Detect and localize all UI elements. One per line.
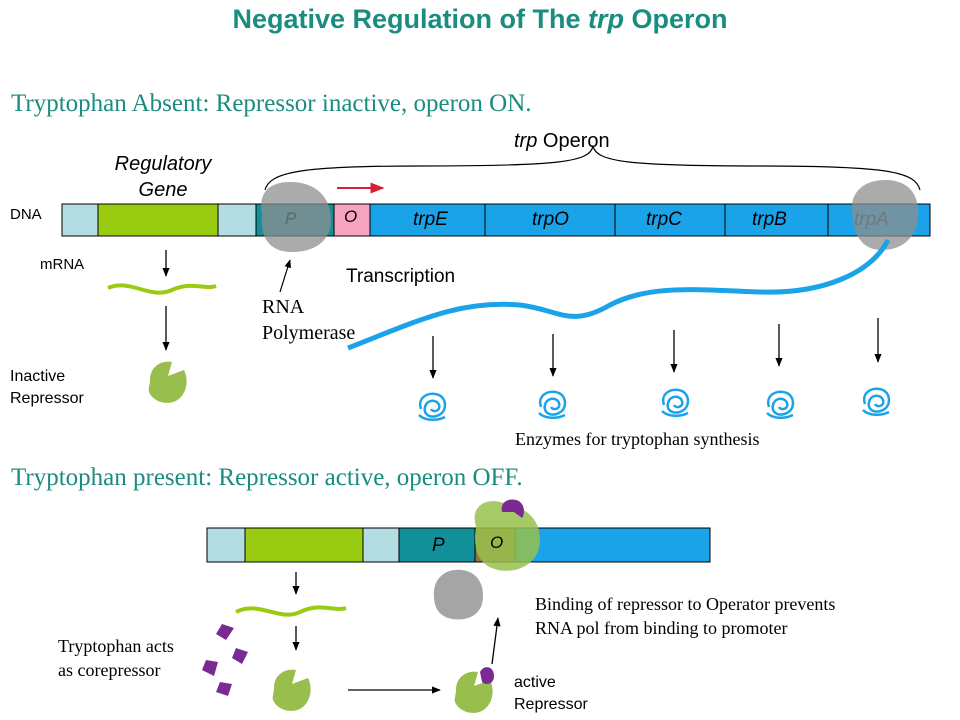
heading-tryptophan-present: Tryptophan present: Repressor active, op… <box>11 464 523 491</box>
operator-label: O <box>344 207 358 226</box>
rna-polymerase-end-shape <box>851 180 919 250</box>
gene-trpB-label: trpB <box>752 209 787 230</box>
tryptophan-molecules <box>202 624 248 696</box>
enzyme-trpC-icon <box>661 388 690 417</box>
transcription-label: Transcription <box>346 266 456 287</box>
promoter-label-bottom: P <box>432 535 445 556</box>
mrna-label: mRNA <box>40 256 85 273</box>
operator-label-bottom: O <box>490 533 504 552</box>
arrow-to-operator <box>491 617 501 665</box>
dna-label: DNA <box>10 206 42 223</box>
enzymes-group <box>418 387 891 421</box>
operon-bracket <box>264 145 921 191</box>
active-repressor-label: active Repressor <box>514 674 588 713</box>
dna-spacer-middle <box>217 203 257 237</box>
dna-strand-top <box>61 203 931 237</box>
inactive-repressor-bottom-shape <box>272 669 311 711</box>
corepressor-label: Tryptophan acts as corepressor <box>58 636 174 680</box>
bound-repressor-shape <box>474 501 540 571</box>
enzyme-trpA-icon <box>862 387 891 416</box>
structural-genes <box>369 203 931 237</box>
regulatory-mrna-bottom <box>235 605 347 617</box>
gene-trpA-label: trpA <box>854 209 889 230</box>
rna-polymerase-pointer <box>279 259 291 293</box>
gene-trpO-label: trpO <box>532 209 569 230</box>
operon-mrna-transcript <box>347 238 891 351</box>
promoter-label: P <box>285 209 297 228</box>
rna-polymerase-label: RNA Polymerase <box>262 296 356 344</box>
regulatory-mrna-top <box>107 283 217 295</box>
enzyme-trpO-icon <box>538 390 567 419</box>
bound-tryptophan-shape <box>501 499 524 518</box>
gene-trpE-label: trpE <box>413 209 448 230</box>
binding-explanation: Binding of repressor to Operator prevent… <box>535 594 836 638</box>
enzyme-trpE-icon <box>418 392 447 421</box>
enzyme-trpB-icon <box>766 390 795 419</box>
gene-trpC-label: trpC <box>646 209 682 230</box>
heading-tryptophan-absent: Tryptophan Absent: Repressor inactive, o… <box>11 90 532 117</box>
enzymes-label: Enzymes for tryptophan synthesis <box>515 429 760 449</box>
dna-spacer-left <box>61 203 99 237</box>
rna-polymerase-shape <box>261 182 332 252</box>
title-trp-italic: trp <box>588 4 625 34</box>
page-title: Negative Regulation of The trp Operon <box>232 4 728 34</box>
displaced-polymerase-shape <box>433 569 484 620</box>
inactive-repressor-shape <box>148 361 187 403</box>
operon-label: trp Operon <box>514 130 610 152</box>
operator-segment <box>333 203 371 237</box>
regulatory-gene-label: Regulatory Gene <box>114 153 212 201</box>
inactive-repressor-label: Inactive Repressor <box>10 368 84 407</box>
dna-strand-bottom <box>206 527 711 563</box>
active-repressor-shape <box>454 671 493 713</box>
regulatory-gene-segment <box>97 203 219 237</box>
